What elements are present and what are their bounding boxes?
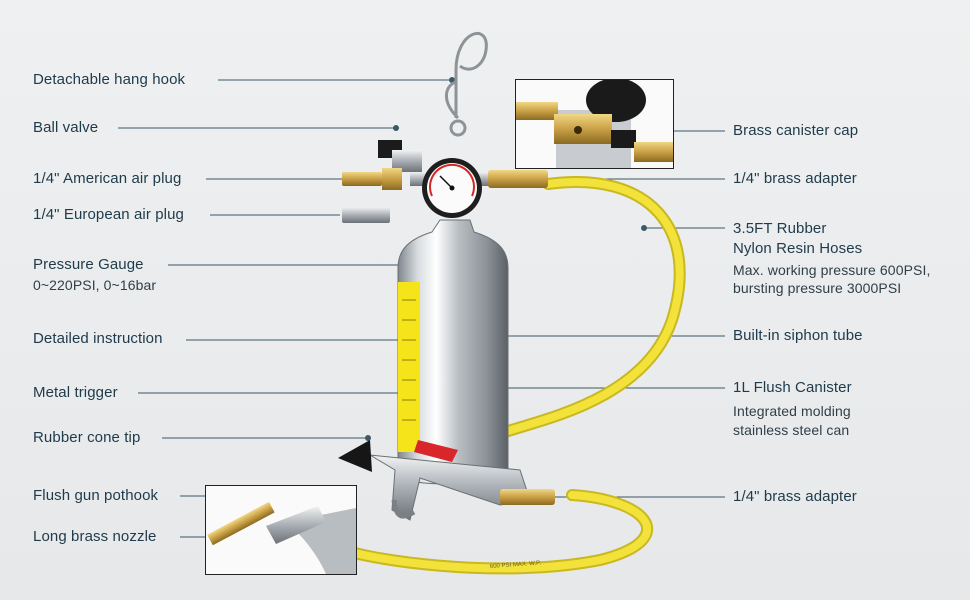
label-american-air-plug: 1/4" American air plug: [33, 170, 182, 187]
label-flush-gun-pothook: Flush gun pothook: [33, 487, 159, 504]
instruction-label: [398, 282, 420, 452]
brass-adapter-bottom: [500, 489, 555, 505]
brass-adapter-top: [488, 170, 548, 188]
label-pressure-gauge: Pressure Gauge: [33, 256, 144, 273]
label-canister-spec1: Integrated molding: [733, 403, 851, 419]
label-brass-adapter-bottom: 1/4" brass adapter: [733, 488, 857, 505]
label-brass-canister-cap: Brass canister cap: [733, 122, 859, 139]
hose-print: 600 PSI MAX. W.P.: [490, 560, 542, 570]
brass-cap-inset: [515, 79, 674, 169]
label-long-brass-nozzle: Long brass nozzle: [33, 528, 157, 545]
metal-trigger: [414, 440, 458, 462]
rubber-cone-tip: [338, 440, 372, 472]
label-hang-hook: Detachable hang hook: [33, 71, 186, 88]
label-siphon-tube: Built-in siphon tube: [733, 327, 863, 344]
label-ball-valve: Ball valve: [33, 119, 99, 136]
label-hoses-spec2: bursting pressure 3000PSI: [733, 280, 902, 296]
label-metal-trigger: Metal trigger: [33, 384, 118, 401]
label-hoses-line2: Nylon Resin Hoses: [733, 240, 863, 257]
label-brass-adapter-top: 1/4" brass adapter: [733, 170, 857, 187]
european-air-plug: [342, 207, 390, 223]
ball-valve-body: [392, 150, 422, 172]
label-european-air-plug: 1/4" European air plug: [33, 206, 184, 223]
label-flush-canister: 1L Flush Canister: [733, 379, 852, 396]
label-hoses-spec1: Max. working pressure 600PSI,: [733, 262, 931, 278]
flush-gun-body: [369, 454, 531, 521]
flush-gun-pothook: [391, 499, 416, 519]
label-rubber-cone-tip: Rubber cone tip: [33, 429, 141, 446]
brass-nozzle-inset: [205, 485, 357, 575]
yellow-hose: [324, 176, 686, 575]
american-air-plug: [342, 172, 382, 186]
label-detailed-instruction: Detailed instruction: [33, 330, 163, 347]
label-canister-spec2: stainless steel can: [733, 422, 850, 438]
label-pressure-gauge-range: 0~220PSI, 0~16bar: [33, 277, 157, 293]
label-hoses-line1: 3.5FT Rubber: [733, 220, 827, 237]
hang-hook: [454, 32, 488, 118]
